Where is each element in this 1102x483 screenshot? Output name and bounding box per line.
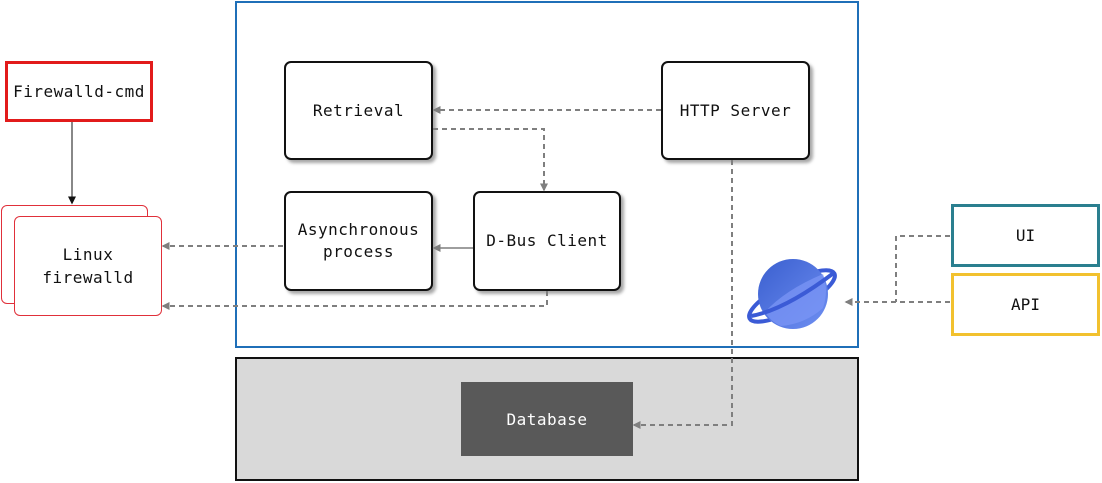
ui-box: UI xyxy=(951,204,1100,267)
dbus-client-box: D-Bus Client xyxy=(473,191,621,291)
http-server-label: HTTP Server xyxy=(679,100,792,120)
firewalld-cmd-label: Firewalld-cmd xyxy=(13,82,145,101)
database-panel xyxy=(235,357,859,481)
retrieval-label: Retrieval xyxy=(312,100,405,120)
app-container xyxy=(235,1,859,348)
firewalld-cmd-box: Firewalld-cmd xyxy=(5,61,153,122)
api-box: API xyxy=(951,273,1100,336)
linux-firewalld-label: Linux firewalld xyxy=(42,245,134,287)
saturn-planet-icon xyxy=(745,250,847,336)
http-server-box: HTTP Server xyxy=(661,61,810,160)
linux-firewalld-box: Linux firewalld xyxy=(14,216,162,316)
arrow-ui-to-logo xyxy=(895,235,950,302)
async-process-box: Asynchronous process xyxy=(284,191,433,291)
database-box: Database xyxy=(461,382,633,456)
dbus-client-label: D-Bus Client xyxy=(486,231,608,250)
retrieval-box: Retrieval xyxy=(284,61,433,160)
arrow-dbus-to-linux xyxy=(161,291,548,310)
async-process-label: Asynchronous process xyxy=(297,220,420,261)
arrow-retrieval-to-dbus xyxy=(433,128,548,192)
ui-label: UI xyxy=(1015,226,1036,245)
arrow-http-to-database xyxy=(632,160,733,429)
database-label: Database xyxy=(506,409,588,429)
api-label: API xyxy=(1011,295,1040,314)
